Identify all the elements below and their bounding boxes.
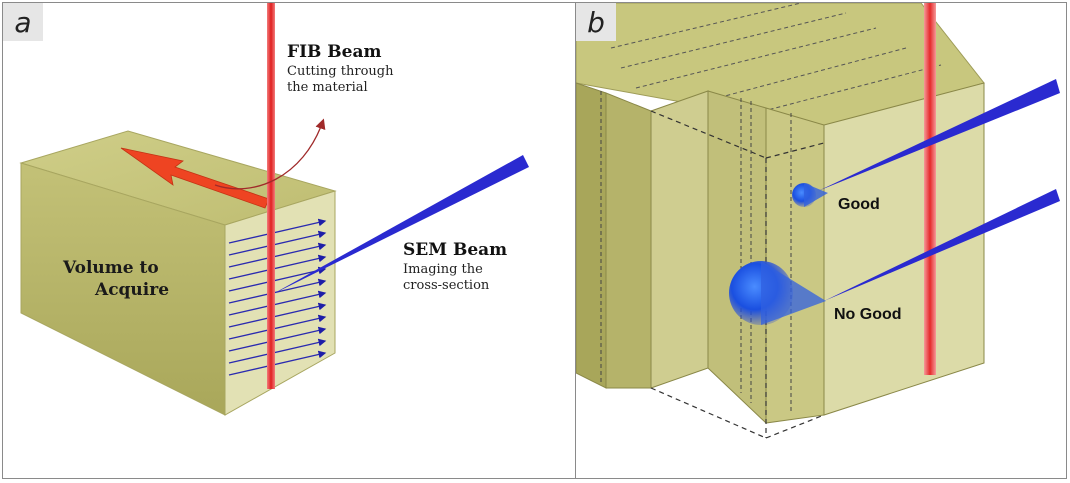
sem-beam-desc-line1: Imaging the — [403, 262, 483, 277]
no-good-probe-tail — [761, 261, 826, 325]
panel-a: FIB Beam Cutting through the material Vo… — [2, 2, 576, 479]
sem-beam — [271, 155, 529, 295]
fib-beam-title: FIB Beam — [287, 42, 382, 62]
volume-label-line2: Acquire — [94, 280, 169, 300]
panel-b-tag: b — [576, 3, 616, 41]
panel-b: Good No Good b — [575, 2, 1067, 479]
panel-a-diagram: FIB Beam Cutting through the material Vo… — [19, 3, 529, 416]
good-probe-tail — [804, 183, 828, 207]
slice-face-1 — [707, 90, 767, 425]
left-wall-inner — [605, 92, 652, 389]
cutting-curve-arrow — [214, 118, 326, 190]
sem-beam-title: SEM Beam — [403, 240, 507, 260]
fib-beam-desc-line1: Cutting through — [287, 64, 394, 79]
top-slice-lines — [610, 3, 942, 114]
panel-a-tag: a — [3, 3, 43, 41]
good-label: Good — [838, 196, 880, 213]
no-good-label: No Good — [834, 306, 902, 323]
fib-beam — [924, 3, 936, 375]
sem-beam-good — [818, 79, 1060, 191]
fib-beam-desc-line2: the material — [287, 80, 368, 95]
volume-label-line1: Volume to — [62, 258, 159, 278]
sem-beam-desc-line2: cross-section — [403, 278, 490, 293]
sem-beam-no-good — [824, 189, 1060, 301]
slice-dashed-lines — [600, 91, 792, 413]
direction-arrow-icon — [120, 147, 270, 209]
trench-back-wall — [650, 90, 709, 389]
panel-b-diagram: Good No Good — [576, 3, 1060, 439]
fib-beam — [267, 3, 275, 389]
